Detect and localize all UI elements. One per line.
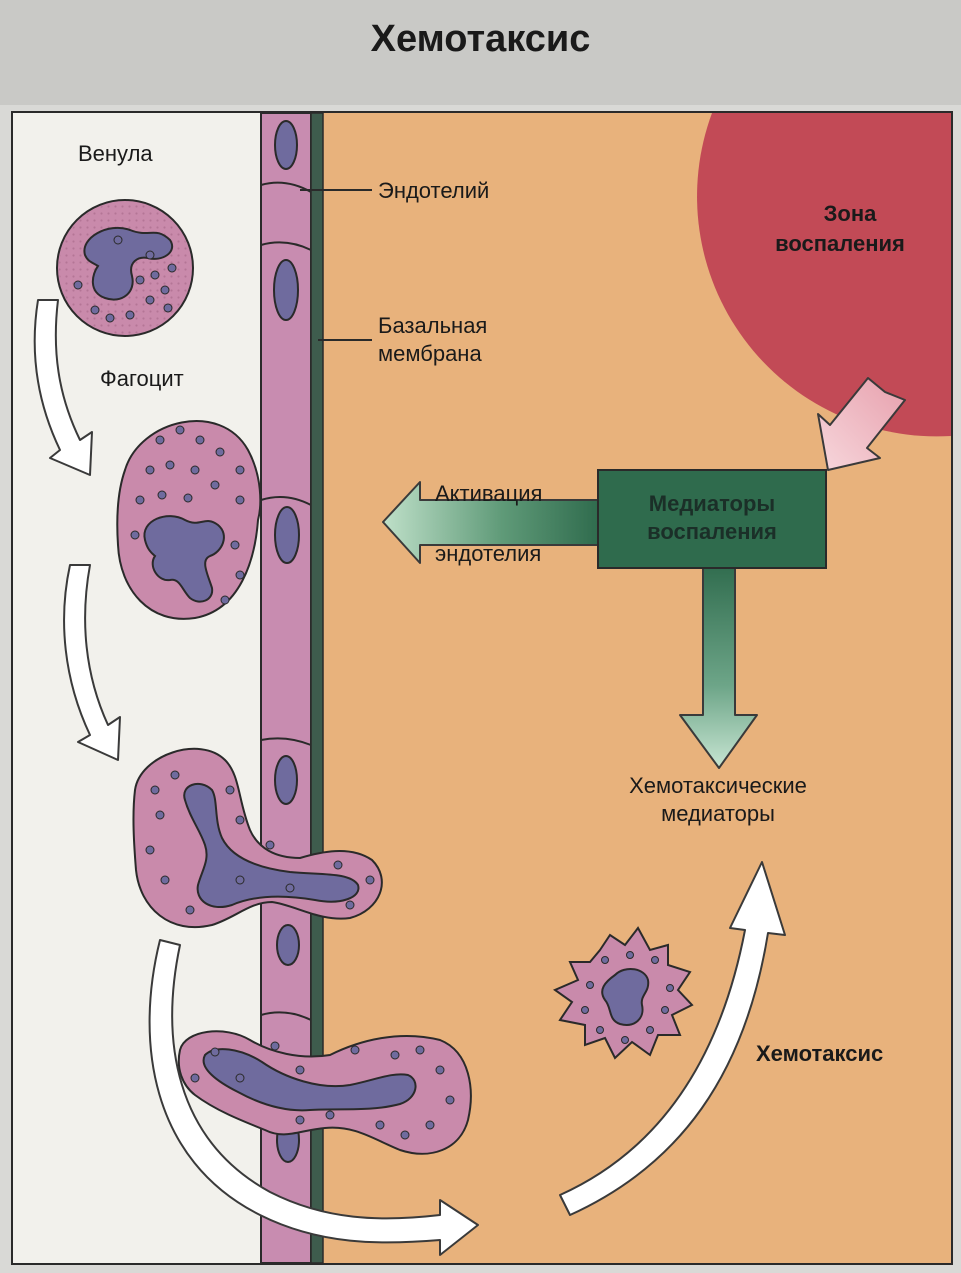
activation-label-1: Активация: [435, 481, 543, 506]
endothelial-cell-borders: [260, 181, 312, 1021]
migration-arrows: [33, 299, 786, 1256]
mediators-box: [597, 469, 827, 569]
page-title: Хемотаксис: [370, 18, 591, 60]
basement-membrane-label-2: мембрана: [378, 341, 482, 366]
phagocyte-label: Фагоцит: [100, 366, 184, 391]
zone-label-1: Зона: [823, 201, 877, 226]
basement-membrane-label-1: Базальная: [378, 313, 488, 338]
venule-label: Венула: [78, 141, 153, 166]
phagocyte-cell-5: [552, 926, 694, 1060]
mediators-label-2: воспаления: [647, 519, 777, 544]
title-bar: [0, 0, 961, 105]
phagocyte-cell-2: [116, 420, 262, 620]
chemo-mediators-label-2: медиаторы: [661, 801, 775, 826]
mediators-label-1: Медиаторы: [648, 491, 776, 516]
activation-label-2: эндотелия: [435, 541, 542, 566]
basement-membrane: [310, 112, 324, 1264]
activation-arrow: [382, 481, 601, 564]
chemotaxis-label: Хемотаксис: [756, 1041, 884, 1066]
zone-to-mediators-arrow: [817, 377, 906, 471]
chemo-mediators-label-1: Хемотаксические: [629, 773, 807, 798]
phagocyte-cell-4: [177, 1030, 472, 1155]
phagocyte-cell-3: [132, 747, 383, 929]
zone-label-2: воспаления: [775, 231, 905, 256]
inflammation-zone: [697, 113, 951, 437]
down-to-chemo-arrow: [679, 561, 758, 769]
endothelium-label: Эндотелий: [378, 178, 490, 203]
phagocyte-cell-1: [56, 199, 194, 337]
